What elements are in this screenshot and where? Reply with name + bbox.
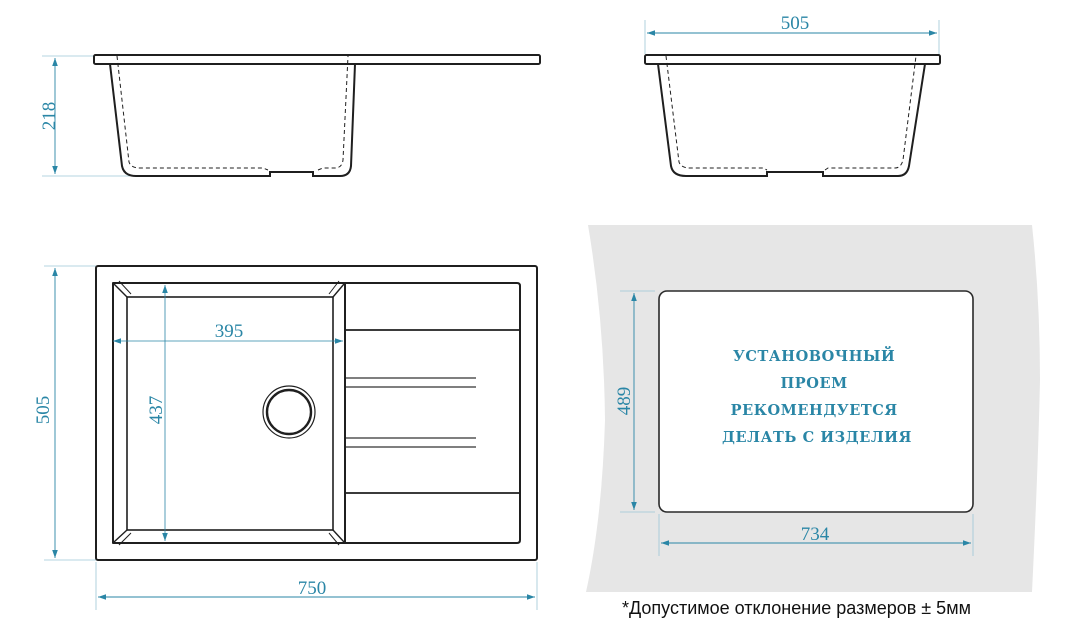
overall-width-label: 750 bbox=[298, 578, 327, 599]
front-view: 505 bbox=[644, 13, 941, 177]
sink-outline bbox=[95, 265, 538, 561]
bowl-width-label: 395 bbox=[215, 321, 244, 342]
cutout-opening bbox=[658, 290, 974, 513]
tolerance-footnote: *Допустимое отклонение размеров ± 5мм bbox=[622, 598, 971, 618]
front-width-label: 505 bbox=[781, 13, 810, 34]
drainboard-ribs bbox=[346, 377, 476, 448]
bowl-depth-label: 437 bbox=[146, 396, 167, 425]
cutout-note: УСТАНОВОЧНЫЙ ПРОЕМ РЕКОМЕНДУЕТСЯ ДЕЛАТЬ … bbox=[722, 346, 912, 446]
overall-depth-label: 505 bbox=[33, 396, 54, 425]
top-view: 505 750 395 437 bbox=[33, 265, 538, 610]
cutout-height-label: 489 bbox=[614, 387, 635, 416]
side-view: 218 bbox=[39, 54, 541, 177]
drainboard bbox=[345, 282, 521, 544]
cutout-width-label: 734 bbox=[801, 524, 830, 545]
drain-icon bbox=[262, 385, 316, 439]
side-height-label: 218 bbox=[39, 102, 60, 131]
cutout-view: 489 734 УСТАНОВОЧНЫЙ ПРОЕМ РЕКОМЕНДУЕТСЯ… bbox=[586, 225, 1040, 592]
